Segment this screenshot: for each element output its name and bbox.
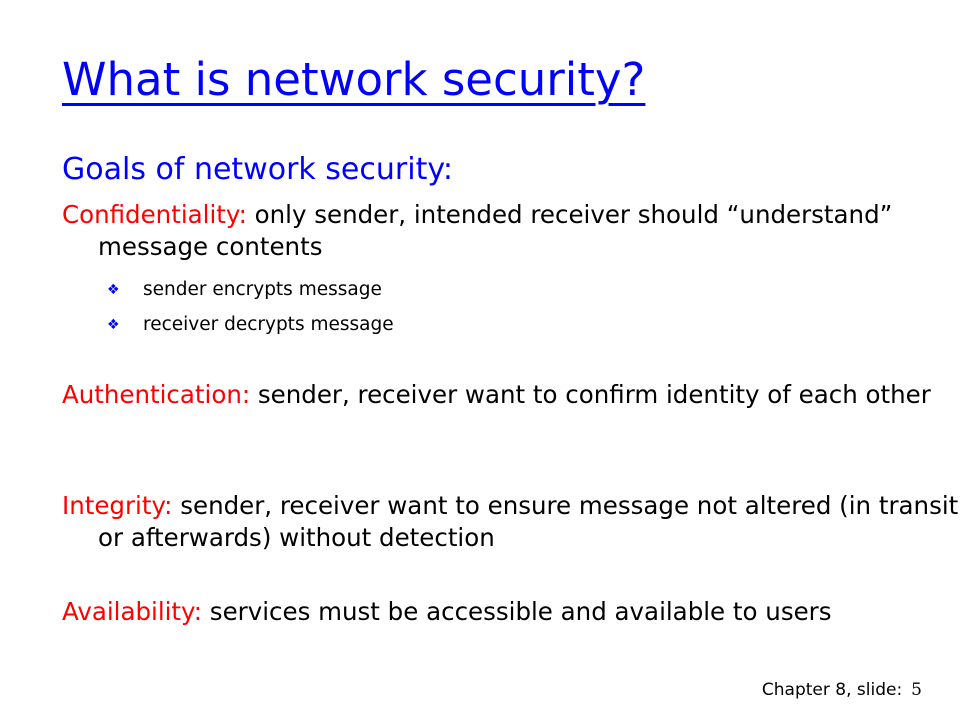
diamond-bullet-icon: ❖ <box>107 282 120 298</box>
goal-definition: only sender, intended receiver should “u… <box>98 200 893 261</box>
sub-bullet-encrypt: ❖ sender encrypts message <box>107 276 382 304</box>
sub-bullet-text: receiver decrypts message <box>143 314 394 335</box>
goal-definition: sender, receiver want to confirm identit… <box>250 380 931 409</box>
goal-authentication: Authentication: sender, receiver want to… <box>62 379 960 411</box>
sub-bullet-text: sender encrypts message <box>143 279 382 300</box>
slide-number: 5 <box>911 680 922 700</box>
goal-definition: services must be accessible and availabl… <box>202 597 832 626</box>
footer-label: Chapter 8, slide: <box>761 680 903 700</box>
slide-footer: Chapter 8, slide: 5 <box>762 678 922 702</box>
goal-definition: sender, receiver want to ensure message … <box>98 491 960 552</box>
slide-subtitle: Goals of network security: <box>62 152 454 187</box>
goal-term: Availability: <box>62 597 203 626</box>
goal-term: Authentication: <box>62 380 251 409</box>
slide-title: What is network security? <box>62 53 646 106</box>
diamond-bullet-icon: ❖ <box>107 317 120 333</box>
goal-integrity: Integrity: sender, receiver want to ensu… <box>62 490 960 554</box>
sub-bullet-decrypt: ❖ receiver decrypts message <box>107 311 394 339</box>
goal-term: Integrity: <box>62 491 173 520</box>
goal-availability: Availability: services must be accessibl… <box>62 596 960 628</box>
goal-term: Confidentiality: <box>62 200 247 229</box>
goal-confidentiality: Confidentiality: only sender, intended r… <box>62 199 960 263</box>
